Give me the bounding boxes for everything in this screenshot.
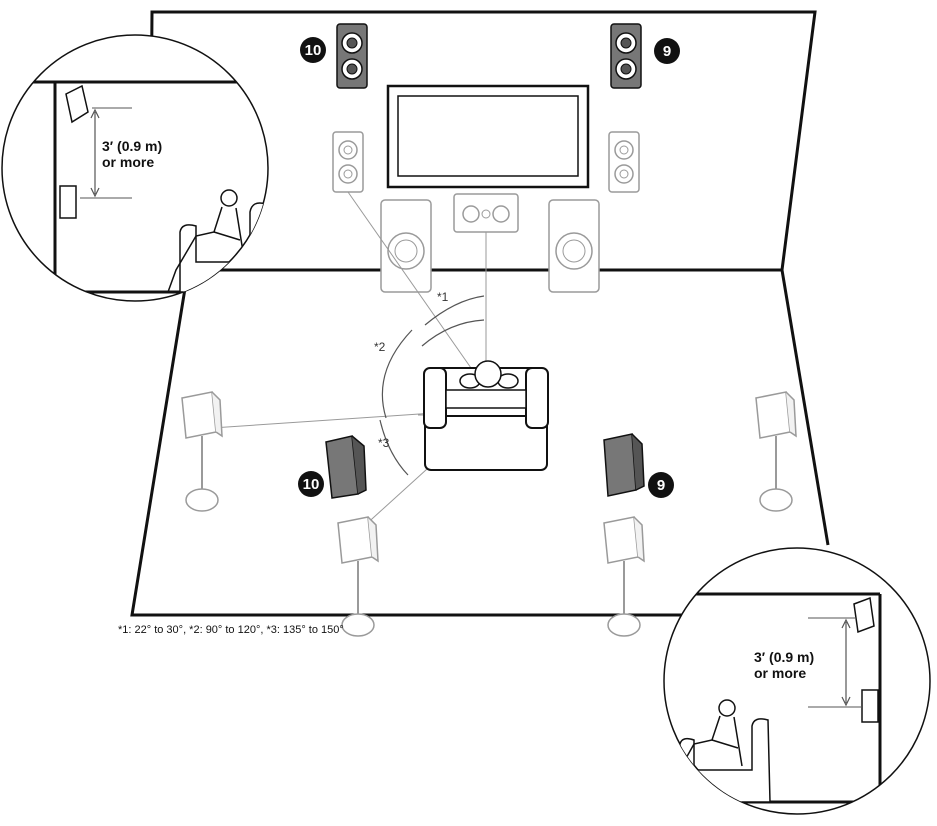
subwoofer-right	[548, 199, 600, 293]
height-label-right-line1: 3′ (0.9 m)	[754, 649, 814, 665]
speaker-front-right	[608, 131, 640, 193]
speaker-front-left	[332, 131, 364, 193]
speaker-center	[453, 193, 519, 233]
height-label-right-line2: or more	[754, 665, 806, 681]
height-label-left-line1: 3′ (0.9 m)	[102, 138, 162, 154]
tv-screen	[386, 84, 590, 189]
svg-text:10: 10	[305, 42, 322, 59]
speaker-10-rear-height	[325, 435, 367, 499]
inset-height-right: 3′ (0.9 m) or more	[663, 547, 931, 815]
angle-mark-1: *1	[437, 290, 449, 304]
speaker-9-rear-height	[603, 433, 645, 497]
inset-height-left: 3′ (0.9 m) or more	[1, 34, 269, 302]
angle-footnote: *1: 22° to 30°, *2: 90° to 120°, *3: 135…	[118, 624, 344, 636]
angle-mark-3: *3	[378, 436, 390, 450]
badge-10-top: 10	[300, 37, 326, 63]
height-label-left-line2: or more	[102, 154, 154, 170]
speaker-surround-back-left	[337, 516, 379, 637]
listener-figure	[459, 360, 519, 389]
svg-text:10: 10	[303, 476, 320, 493]
svg-text:9: 9	[663, 43, 671, 60]
subwoofer-left	[380, 199, 432, 293]
angle-mark-2: *2	[374, 340, 386, 354]
badge-10-bottom: 10	[298, 471, 324, 497]
svg-text:9: 9	[657, 477, 665, 494]
badge-9-bottom: 9	[648, 472, 674, 498]
angle-arcs	[379, 295, 485, 476]
speaker-surround-right	[755, 391, 797, 512]
badge-9-top: 9	[654, 38, 680, 64]
speaker-surround-back-right	[603, 516, 645, 637]
speaker-10-front-height	[336, 23, 368, 89]
speaker-9-front-height	[610, 23, 642, 89]
speaker-surround-left	[181, 391, 223, 512]
